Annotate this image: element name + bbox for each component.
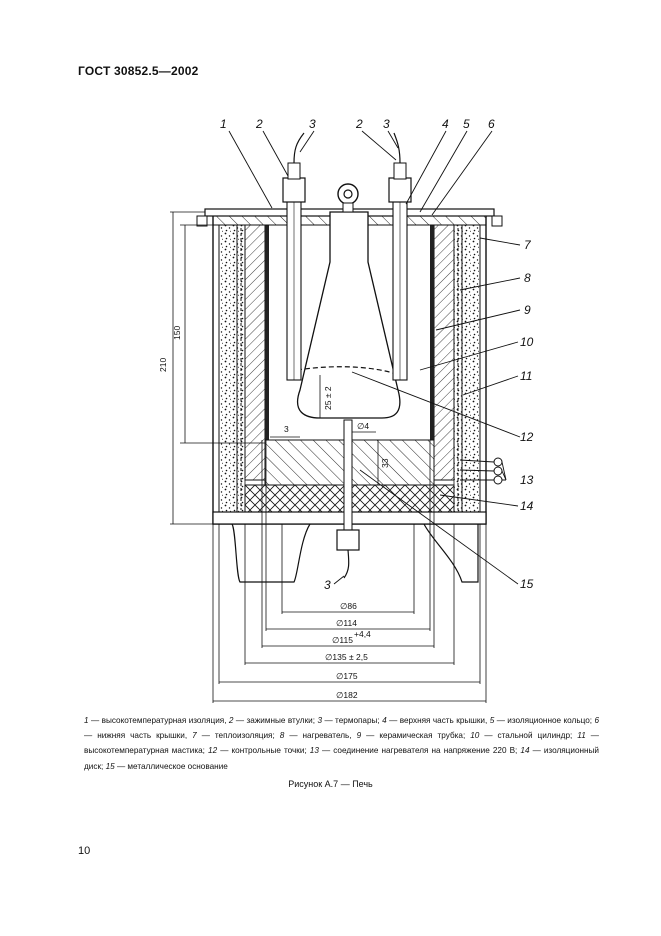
callout-12: 12 bbox=[520, 430, 534, 444]
dim-d175: ∅175 bbox=[336, 671, 358, 681]
figure-caption: Рисунок А.7 — Печь bbox=[288, 779, 373, 789]
callout-7: 7 bbox=[524, 238, 532, 252]
callout-2b: 2 bbox=[355, 117, 363, 131]
callout-9: 9 bbox=[524, 303, 531, 317]
dim-d86: ∅86 bbox=[340, 601, 357, 611]
dim-3: 3 bbox=[284, 424, 289, 434]
callout-5: 5 bbox=[463, 117, 470, 131]
callout-14: 14 bbox=[520, 499, 534, 513]
dim-210: 210 bbox=[158, 358, 168, 372]
dim-d135: ∅135 ± 2,5 bbox=[325, 652, 368, 662]
figure-legend: 1 — высокотемпературная изоляция, 2 — за… bbox=[84, 716, 600, 771]
callout-8: 8 bbox=[524, 271, 531, 285]
page-number: 10 bbox=[78, 845, 91, 857]
callout-10: 10 bbox=[520, 335, 534, 349]
callout-15: 15 bbox=[520, 577, 534, 591]
callout-2: 2 bbox=[255, 117, 263, 131]
dim-25: 25 ± 2 bbox=[323, 386, 333, 410]
dim-150: 150 bbox=[172, 326, 182, 340]
callout-3b: 3 bbox=[383, 117, 390, 131]
dim-d182: ∅182 bbox=[336, 690, 358, 700]
callout-3c: 3 bbox=[324, 578, 331, 592]
callout-1: 1 bbox=[220, 117, 227, 131]
callout-3: 3 bbox=[309, 117, 316, 131]
callout-13: 13 bbox=[520, 473, 534, 487]
steel-cylinder bbox=[265, 225, 269, 440]
dim-d115: ∅115 bbox=[332, 635, 353, 645]
dim-d114: ∅114 bbox=[336, 618, 357, 628]
dim-33: 33 bbox=[380, 458, 390, 468]
base-feet bbox=[231, 523, 479, 583]
dim-d115-tolerance: +4,4 bbox=[354, 629, 371, 639]
callout-11: 11 bbox=[520, 369, 532, 383]
callout-6: 6 bbox=[488, 117, 495, 131]
callout-4: 4 bbox=[442, 117, 449, 131]
standard-title: ГОСТ 30852.5—2002 bbox=[78, 64, 199, 78]
dim-d4: ∅4 bbox=[357, 421, 369, 431]
flask bbox=[296, 211, 401, 419]
